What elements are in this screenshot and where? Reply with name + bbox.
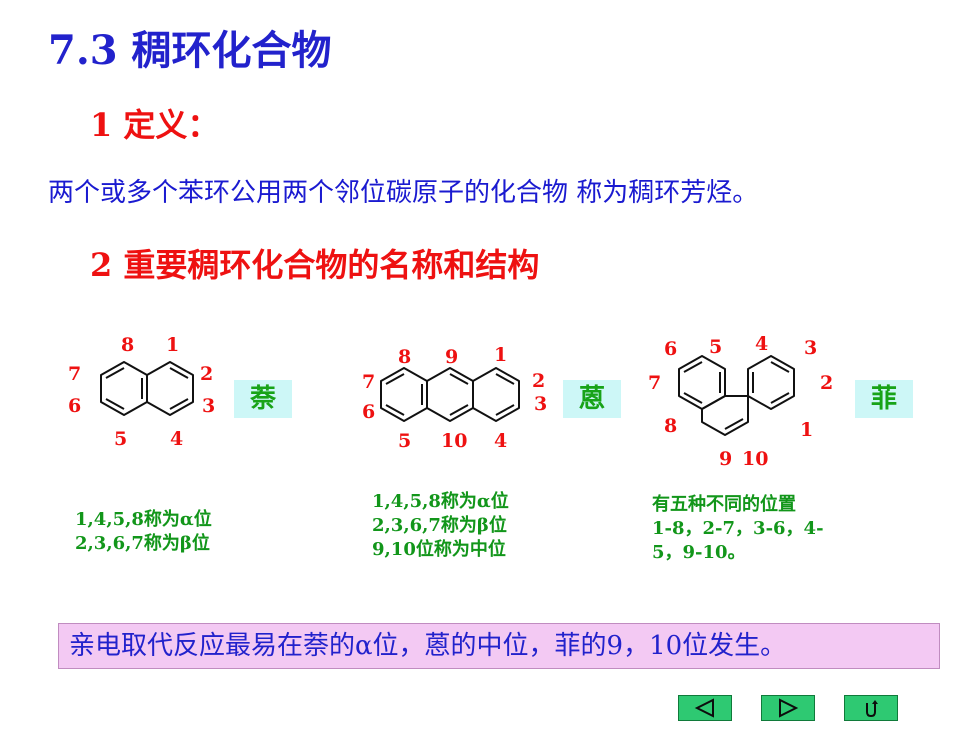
anthracene-note-meso: 9,10位称为中位 — [372, 539, 506, 560]
naphthalene-name-label: 萘 — [234, 380, 292, 418]
anthracene-structure: 8 9 1 2 3 4 10 5 6 7 — [358, 330, 558, 459]
phenanthrene-structure: 6 5 4 3 2 1 8 7 9 10 — [640, 330, 845, 484]
naphthalene-structure: 8 1 2 3 4 5 6 7 — [60, 330, 230, 459]
naphthalene-pos-5: 5 — [114, 428, 127, 450]
anthracene-pos-1: 1 — [494, 344, 507, 366]
naphthalene-pos-8: 8 — [121, 334, 134, 356]
phenanthrene-pos-7: 7 — [648, 372, 661, 394]
phenanthrene-pos-3: 3 — [804, 337, 817, 359]
next-slide-button[interactable] — [761, 695, 815, 721]
slide-title: 7.3 稠环化合物 — [48, 27, 332, 74]
definition-text: 两个或多个苯环公用两个邻位碳原子的化合物 称为稠环芳烃。 — [48, 178, 759, 208]
triangle-left-icon — [694, 698, 714, 718]
phenanthrene-note-3: 5，9-10。 — [652, 542, 746, 563]
triangle-right-icon — [779, 698, 799, 718]
naphthalene-pos-7: 7 — [68, 363, 81, 385]
anthracene-pos-7: 7 — [362, 371, 375, 393]
anthracene-pos-5: 5 — [398, 430, 411, 452]
section-definition-heading: 1 定义： — [90, 106, 220, 144]
phenanthrene-pos-4: 4 — [755, 333, 768, 355]
anthracene-rings — [380, 367, 520, 422]
naphthalene-pos-3: 3 — [202, 395, 215, 417]
phenanthrene-note-1: 有五种不同的位置 — [652, 494, 796, 515]
anthracene-pos-10: 10 — [441, 430, 467, 452]
phenanthrene-name-label: 菲 — [855, 380, 913, 418]
anthracene-note-alpha: 1,4,5,8称为α位 — [372, 491, 509, 512]
section-compounds-heading: 2 重要稠环化合物的名称和结构 — [90, 246, 540, 284]
naphthalene-rings — [100, 361, 194, 416]
naphthalene-pos-2: 2 — [200, 363, 213, 385]
naphthalene-note-beta: 2,3,6,7称为β位 — [75, 533, 210, 554]
phenanthrene-notes: 有五种不同的位置 1-8，2-7，3-6，4- 5，9-10。 — [652, 493, 824, 565]
anthracene-pos-4: 4 — [494, 430, 507, 452]
naphthalene-pos-1: 1 — [166, 334, 179, 356]
phenanthrene-pos-10: 10 — [742, 448, 768, 470]
return-arrow-icon — [866, 700, 878, 718]
summary-box: 亲电取代反应最易在萘的α位，蒽的中位，菲的9，10位发生。 — [58, 623, 940, 669]
phenanthrene-rings — [678, 355, 795, 436]
naphthalene-pos-6: 6 — [68, 395, 81, 417]
phenanthrene-pos-9: 9 — [719, 448, 732, 470]
anthracene-pos-2: 2 — [532, 370, 545, 392]
anthracene-svg: 8 9 1 2 3 4 10 5 6 7 — [362, 344, 547, 452]
phenanthrene-pos-2: 2 — [820, 372, 833, 394]
phenanthrene-pos-5: 5 — [709, 336, 722, 358]
anthracene-pos-6: 6 — [362, 401, 375, 423]
anthracene-notes: 1,4,5,8称为α位 2,3,6,7称为β位 9,10位称为中位 — [372, 490, 509, 562]
previous-slide-button[interactable] — [678, 695, 732, 721]
naphthalene-pos-4: 4 — [170, 428, 183, 450]
phenanthrene-svg: 6 5 4 3 2 1 8 7 9 10 — [648, 333, 833, 470]
anthracene-name-label: 蒽 — [563, 380, 621, 418]
anthracene-note-beta: 2,3,6,7称为β位 — [372, 515, 507, 536]
phenanthrene-pos-6: 6 — [664, 338, 677, 360]
naphthalene-notes: 1,4,5,8称为α位 2,3,6,7称为β位 — [75, 508, 212, 556]
return-button[interactable] — [844, 695, 898, 721]
anthracene-pos-8: 8 — [398, 346, 411, 368]
anthracene-pos-3: 3 — [534, 393, 547, 415]
phenanthrene-pos-1: 1 — [800, 419, 813, 441]
phenanthrene-note-2: 1-8，2-7，3-6，4- — [652, 518, 824, 539]
naphthalene-note-alpha: 1,4,5,8称为α位 — [75, 509, 212, 530]
phenanthrene-pos-8: 8 — [664, 415, 677, 437]
naphthalene-svg: 8 1 2 3 4 5 6 7 — [68, 334, 215, 450]
anthracene-pos-9: 9 — [445, 346, 458, 368]
